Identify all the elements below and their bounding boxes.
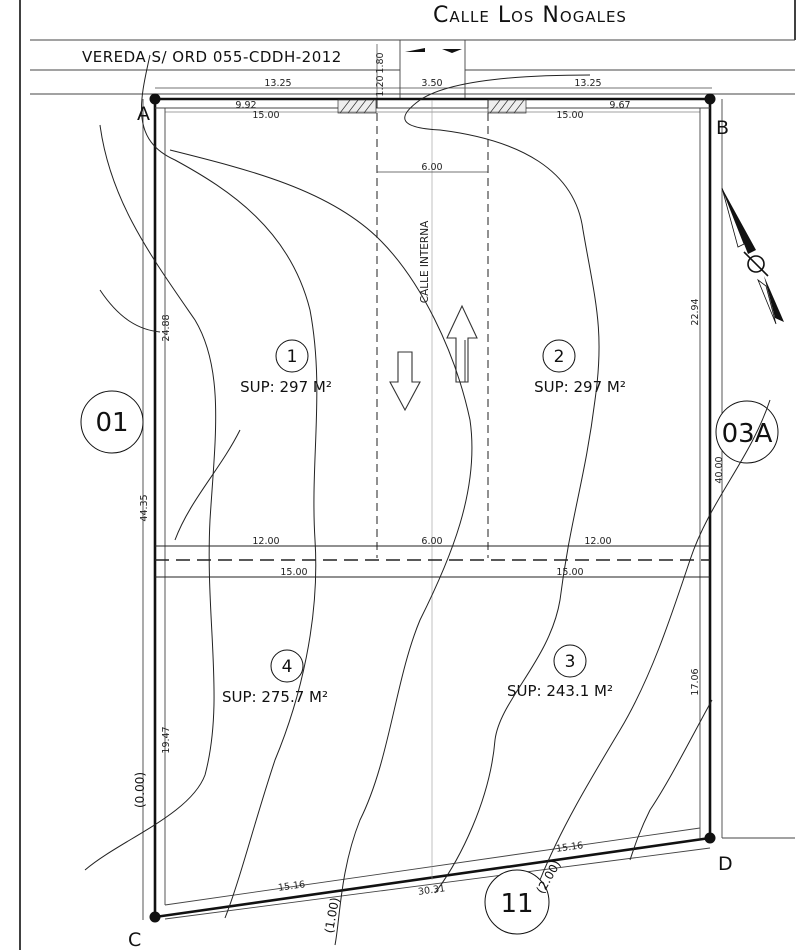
gate-hatch-right — [487, 99, 527, 114]
lot-3-area: SUP: 243.1 M² — [507, 682, 613, 700]
contour-label-middle: (1.00) — [322, 896, 342, 934]
lot-3-number: 3 — [565, 652, 576, 672]
corner-label-d: D — [718, 853, 733, 875]
dim-sidewalk-width: 1.80 — [375, 52, 386, 73]
corner-label-b: B — [716, 117, 729, 139]
dim-top-right-frontage: 13.25 — [574, 78, 601, 89]
middle-division-lines — [155, 545, 710, 578]
north-arrow-icon — [721, 187, 784, 325]
lot-4-area: SUP: 275.7 M² — [222, 688, 328, 706]
corner-points — [149, 93, 716, 923]
dim-lot1-depth: 24.88 — [161, 314, 172, 341]
corner-label-a: A — [137, 103, 150, 125]
lot-2-number: 2 — [554, 347, 565, 367]
dim-lot3-front: 12.00 — [584, 536, 611, 547]
lot-4-marker — [270, 649, 304, 683]
lot-2: 2 SUP: 297 M² — [534, 339, 626, 396]
internal-street-outline — [376, 100, 489, 558]
contour-label-left: (0.00) — [133, 772, 147, 808]
dim-lot3-depth: 17.06 — [690, 668, 701, 695]
down-arrow — [389, 351, 421, 412]
dim-access-setback: 1.20 — [375, 75, 386, 96]
dim-lot4-depth: 19.47 — [161, 726, 172, 753]
neighbor-bottom-label: 11 — [500, 889, 533, 919]
dim-top-left-frontage: 13.25 — [264, 78, 291, 89]
lot-1-marker — [275, 339, 309, 373]
internal-street-label: CALLE INTERNA — [419, 220, 431, 303]
dim-left-total-depth: 44.35 — [139, 494, 150, 521]
dim-lot1-front: 15.00 — [252, 110, 279, 121]
boundary-offset-lines — [142, 99, 795, 920]
dim-lot2-front: 15.00 — [556, 110, 583, 121]
dim-internal-street-width-mid: 6.00 — [421, 536, 442, 547]
dim-rear-total: 30.31 — [417, 883, 445, 898]
neighbor-bottom-marker — [484, 869, 550, 935]
lot-4-number: 4 — [282, 657, 293, 677]
lot-1-number: 1 — [287, 347, 298, 367]
dim-lot2-partial-front: 9.67 — [609, 100, 630, 111]
lot-3: 3 SUP: 243.1 M² — [507, 644, 613, 700]
dim-lot2-depth: 22.94 — [690, 298, 701, 325]
dim-lot4-width: 15.00 — [280, 567, 307, 578]
dim-lot1-partial-front: 9.92 — [235, 100, 256, 111]
street-name: Calle Los Nogales — [433, 3, 627, 28]
dim-access-width: 3.50 — [421, 78, 442, 89]
lot-3-marker — [553, 644, 587, 678]
property-boundary — [153, 97, 712, 919]
access-arrows — [405, 48, 462, 53]
up-arrow — [446, 304, 478, 383]
neighbor-right-label: 03A — [722, 419, 773, 449]
lot-2-area: SUP: 297 M² — [534, 378, 626, 396]
sidewalk-label: VEREDA S/ ORD 055-CDDH-2012 — [82, 48, 342, 66]
lot-4: 4 SUP: 275.7 M² — [222, 649, 328, 706]
corner-label-c: C — [128, 929, 141, 950]
lot-1-area: SUP: 297 M² — [240, 378, 332, 396]
dim-internal-street-width-top: 6.00 — [421, 162, 442, 173]
contour-lines — [84, 54, 771, 946]
street-edge-lines — [30, 39, 795, 100]
dim-right-total-depth: 40.00 — [714, 456, 725, 483]
dim-lot3-rear: 15.16 — [555, 840, 583, 855]
lot-1: 1 SUP: 297 M² — [240, 339, 332, 396]
neighbor-left-label: 01 — [95, 408, 128, 438]
dim-lot4-front: 12.00 — [252, 536, 279, 547]
dim-lot3-width: 15.00 — [556, 567, 583, 578]
gate-hatch-left — [337, 99, 377, 114]
neighbor-left-marker — [80, 390, 144, 454]
lot-2-marker — [542, 339, 576, 373]
neighbor-right-marker — [715, 400, 779, 464]
dim-lot4-rear: 15.16 — [277, 879, 305, 894]
